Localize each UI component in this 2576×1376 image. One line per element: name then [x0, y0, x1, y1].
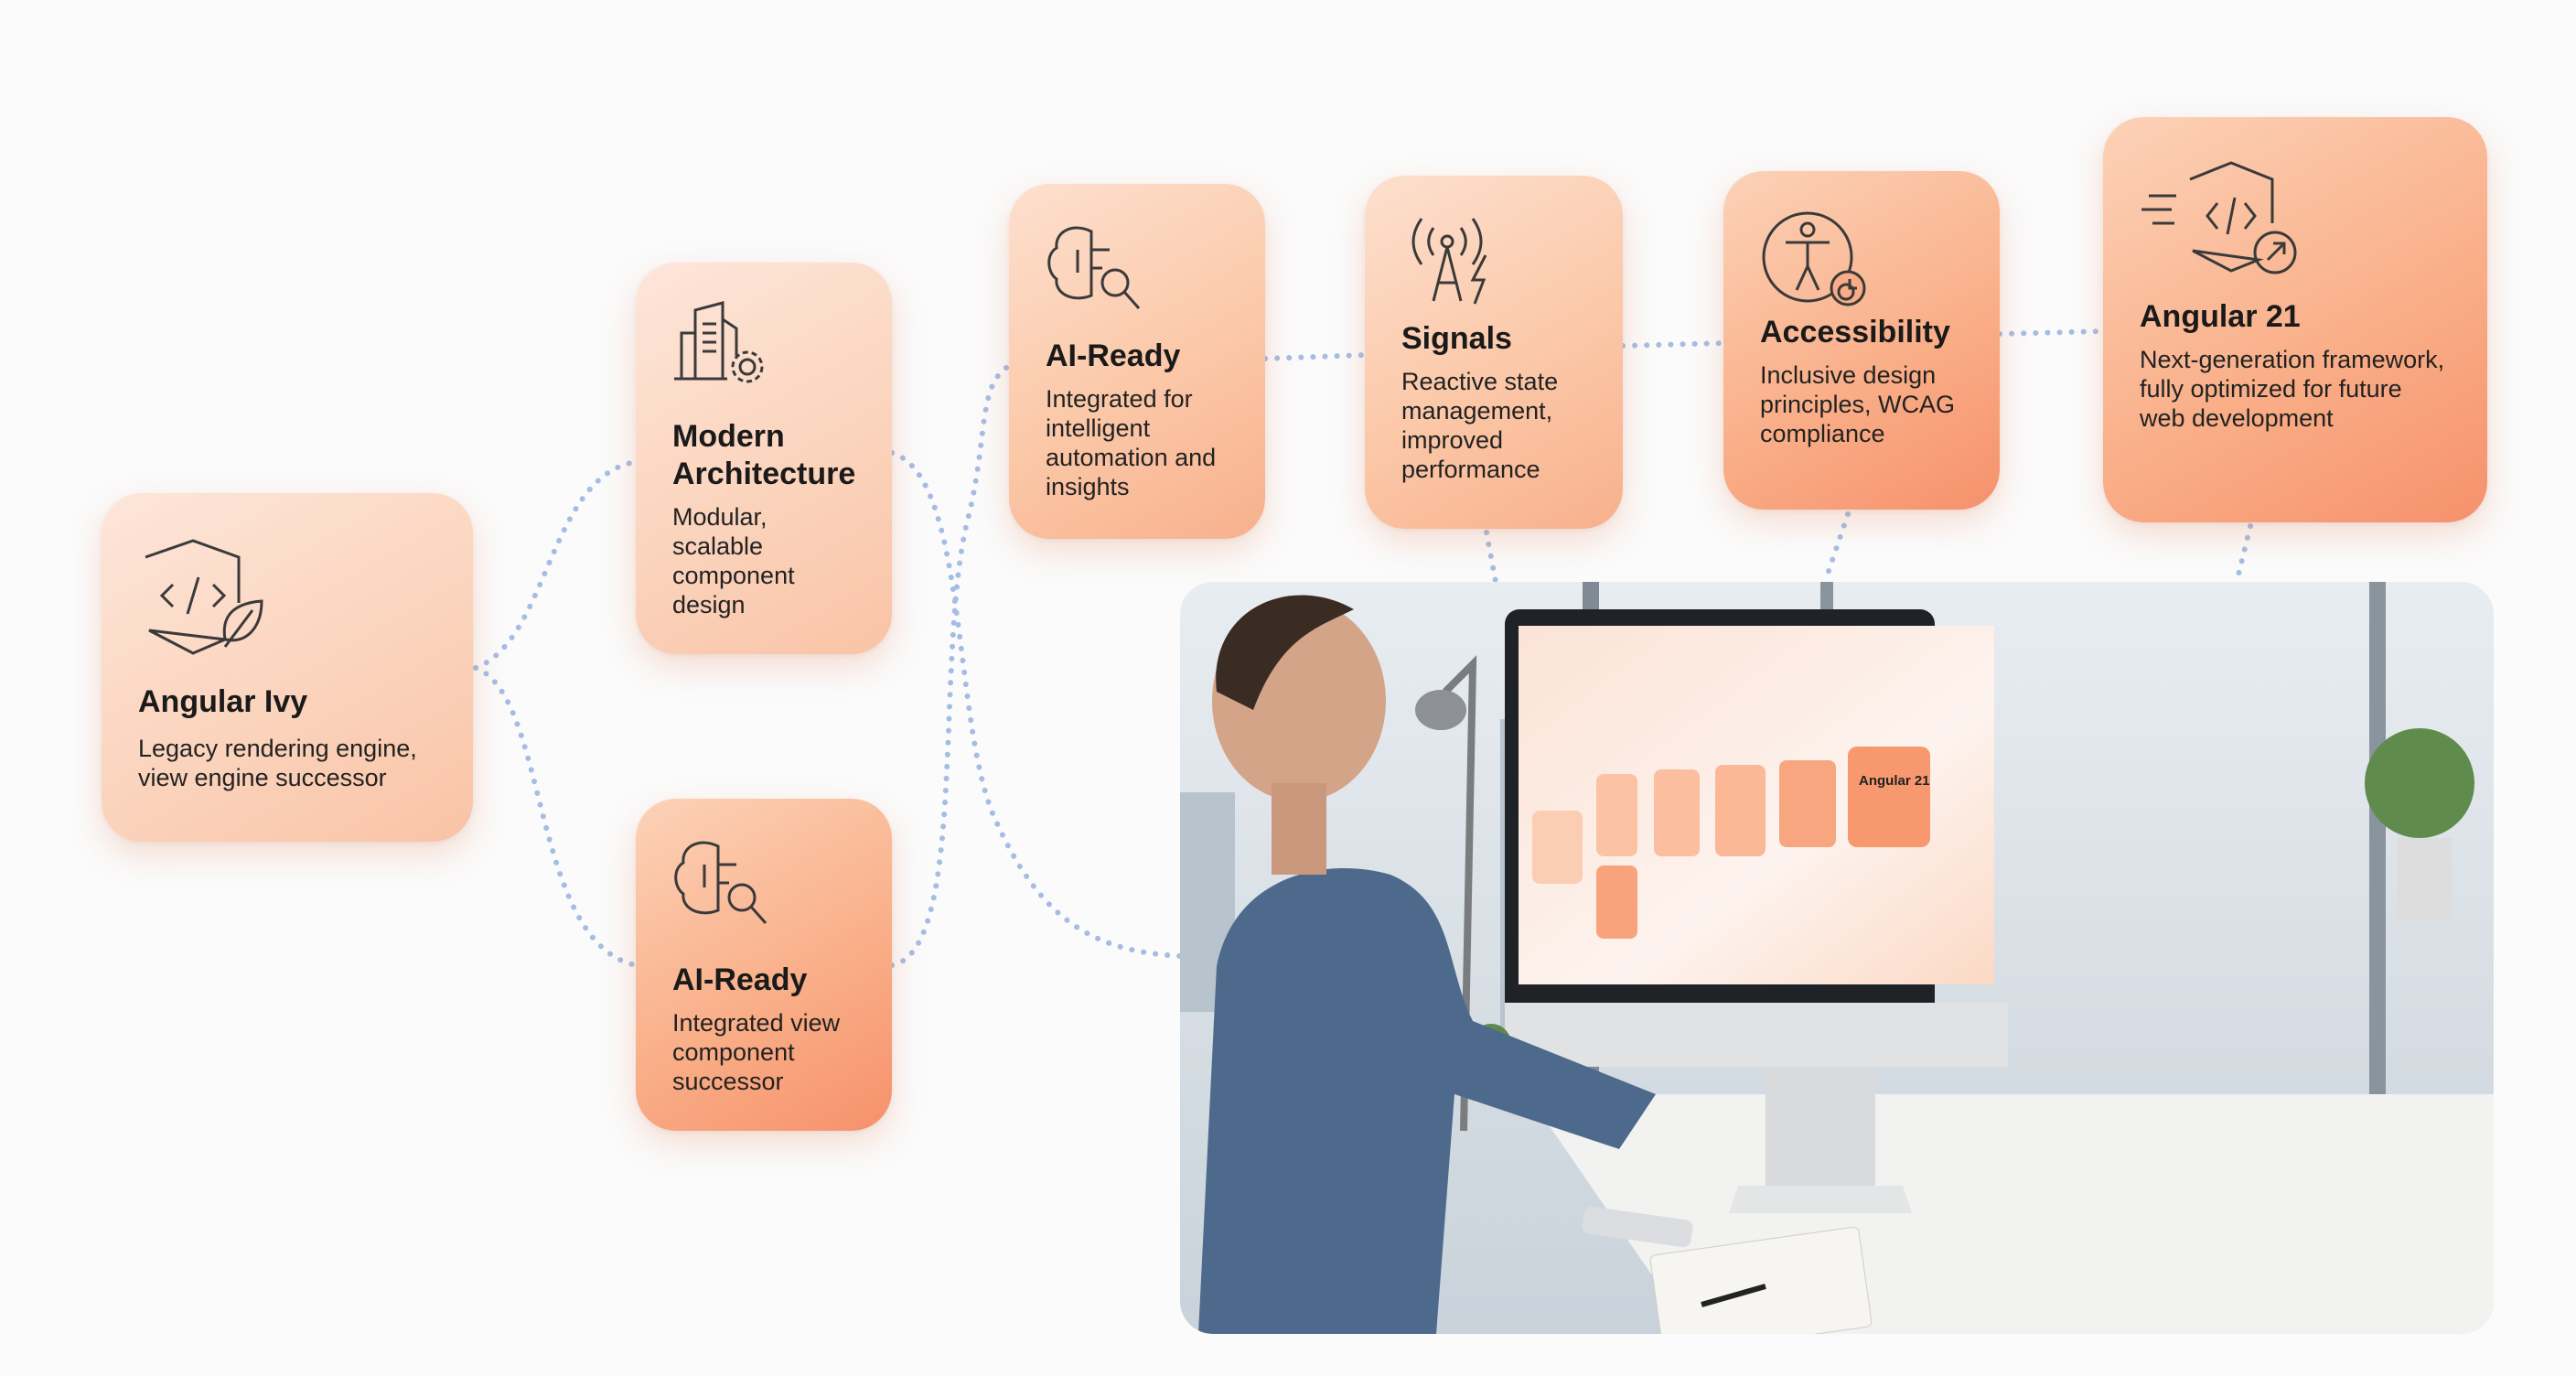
building-gear-icon [674, 301, 764, 383]
accessibility-icon [1762, 211, 1866, 306]
brain-search-icon [674, 841, 767, 924]
screen-mini-cards [1532, 747, 1930, 939]
node-modern-architecture[interactable]: Modern Architecture Modular, scalable co… [636, 263, 892, 654]
node-title: Signals [1401, 321, 1512, 356]
connector-ivy-modern [473, 459, 639, 671]
connector-ai-bottom-ai-top [889, 363, 1012, 968]
node-title: AI-Ready [1046, 339, 1181, 373]
node-title: Angular 21 [2140, 299, 2301, 334]
connector-ai-top-signals [1262, 352, 1368, 361]
node-description: Inclusive design principles, WCAG compli… [1760, 361, 1956, 447]
connector-signals-a11y [1620, 340, 1726, 349]
connector-a11y-photo [1822, 511, 1851, 585]
antenna-lightning-icon [1411, 218, 1487, 305]
person-shirt [1198, 868, 1656, 1334]
connector-signals-photo [1484, 530, 1498, 585]
code-shield-arrow-icon [2141, 161, 2297, 274]
node-signals[interactable]: Signals Reactive state management, impro… [1365, 176, 1623, 529]
code-shield-leaf-icon [145, 539, 263, 655]
node-ai-ready-top[interactable]: AI-Ready Integrated for intelligent auto… [1009, 184, 1265, 539]
developer-scene-illustration: Angular 21 [1180, 582, 2494, 1334]
connector-modern-photo [889, 450, 1183, 959]
connector-ng21-photo [2234, 523, 2253, 585]
node-description: Integrated for intelligent automation an… [1046, 385, 1217, 500]
node-accessibility[interactable]: Accessibility Inclusive design principle… [1723, 171, 2000, 510]
node-description: Integrated view component successor [672, 1009, 841, 1095]
node-description: Modular, scalable component design [672, 503, 795, 618]
developer-photo: Angular 21 [1180, 582, 2494, 1334]
node-title: AI-Ready [672, 962, 808, 997]
node-angular-ivy[interactable]: Angular Ivy Legacy rendering engine, vie… [102, 493, 473, 842]
node-description: Reactive state management, improved perf… [1401, 368, 1559, 483]
node-description: Next-generation framework, fully optimiz… [2140, 346, 2445, 432]
brain-search-icon [1047, 226, 1141, 309]
connector-ivy-ai-bottom [473, 665, 639, 968]
node-ai-ready-bottom[interactable]: AI-Ready Integrated view component succe… [636, 799, 892, 1131]
node-title: Modern Architecture [672, 419, 856, 491]
node-title: Angular Ivy [138, 684, 308, 719]
node-angular-21[interactable]: Angular 21 Next-generation framework, fu… [2103, 117, 2487, 522]
connector-a11y-ng21 [1997, 328, 2106, 337]
node-description: Legacy rendering engine, view engine suc… [138, 735, 417, 791]
screen-title: Angular 21 [1859, 773, 1930, 789]
node-title: Accessibility [1760, 315, 1950, 349]
